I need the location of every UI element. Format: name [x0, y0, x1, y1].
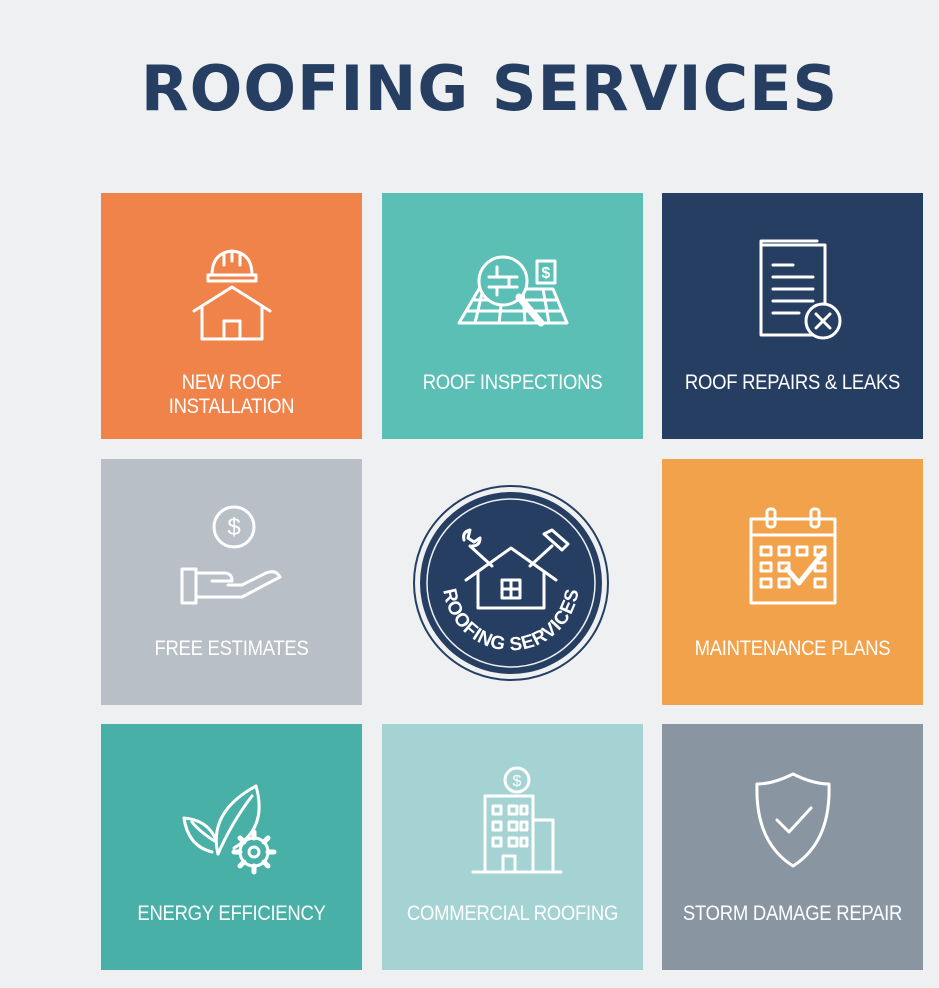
tile-roof-repairs-leaks[interactable]: ROOF REPAIRS & LEAKS [662, 193, 923, 439]
tile-maintenance-plans[interactable]: MAINTENANCE PLANS [662, 459, 923, 705]
tile-label: ROOF INSPECTIONS [422, 371, 603, 394]
svg-text:$: $ [227, 514, 240, 541]
tile-storm-damage-repair[interactable]: STORM DAMAGE REPAIR [662, 724, 923, 970]
tile-commercial-roofing[interactable]: $ COMMERCIAL ROOFING [382, 724, 643, 970]
hand-dollar-icon: $ [172, 497, 292, 617]
calendar-check-icon [733, 497, 853, 617]
house-tools-icon [462, 528, 570, 610]
hardhat-house-icon [172, 231, 292, 351]
tile-label: STORM DAMAGE REPAIR [682, 902, 903, 925]
tile-free-estimates[interactable]: $ FREE ESTIMATES [101, 459, 362, 705]
roofing-services-badge: ROOFING SERVICES [412, 484, 610, 682]
tile-new-roof-installation[interactable]: NEW ROOF INSTALLATION [101, 193, 362, 439]
tile-label: MAINTENANCE PLANS [694, 637, 891, 660]
document-x-icon [733, 231, 853, 351]
tile-energy-efficiency[interactable]: ENERGY EFFICIENCY [101, 724, 362, 970]
shield-check-icon [733, 762, 853, 882]
tile-label: FREE ESTIMATES [154, 637, 309, 660]
tile-roof-inspections[interactable]: $ ROOF INSPECTIONS [382, 193, 643, 439]
building-dollar-icon: $ [453, 762, 573, 882]
tile-label: NEW ROOF INSTALLATION [168, 371, 295, 418]
tile-label: ENERGY EFFICIENCY [137, 902, 326, 925]
magnifier-roof-icon: $ [453, 231, 573, 351]
tile-label: ROOF REPAIRS & LEAKS [684, 371, 901, 394]
svg-text:$: $ [541, 265, 550, 282]
svg-text:$: $ [512, 773, 521, 790]
tile-label: COMMERCIAL ROOFING [406, 902, 619, 925]
page-title: ROOFING SERVICES [140, 52, 839, 125]
leaf-gear-icon [172, 762, 292, 882]
